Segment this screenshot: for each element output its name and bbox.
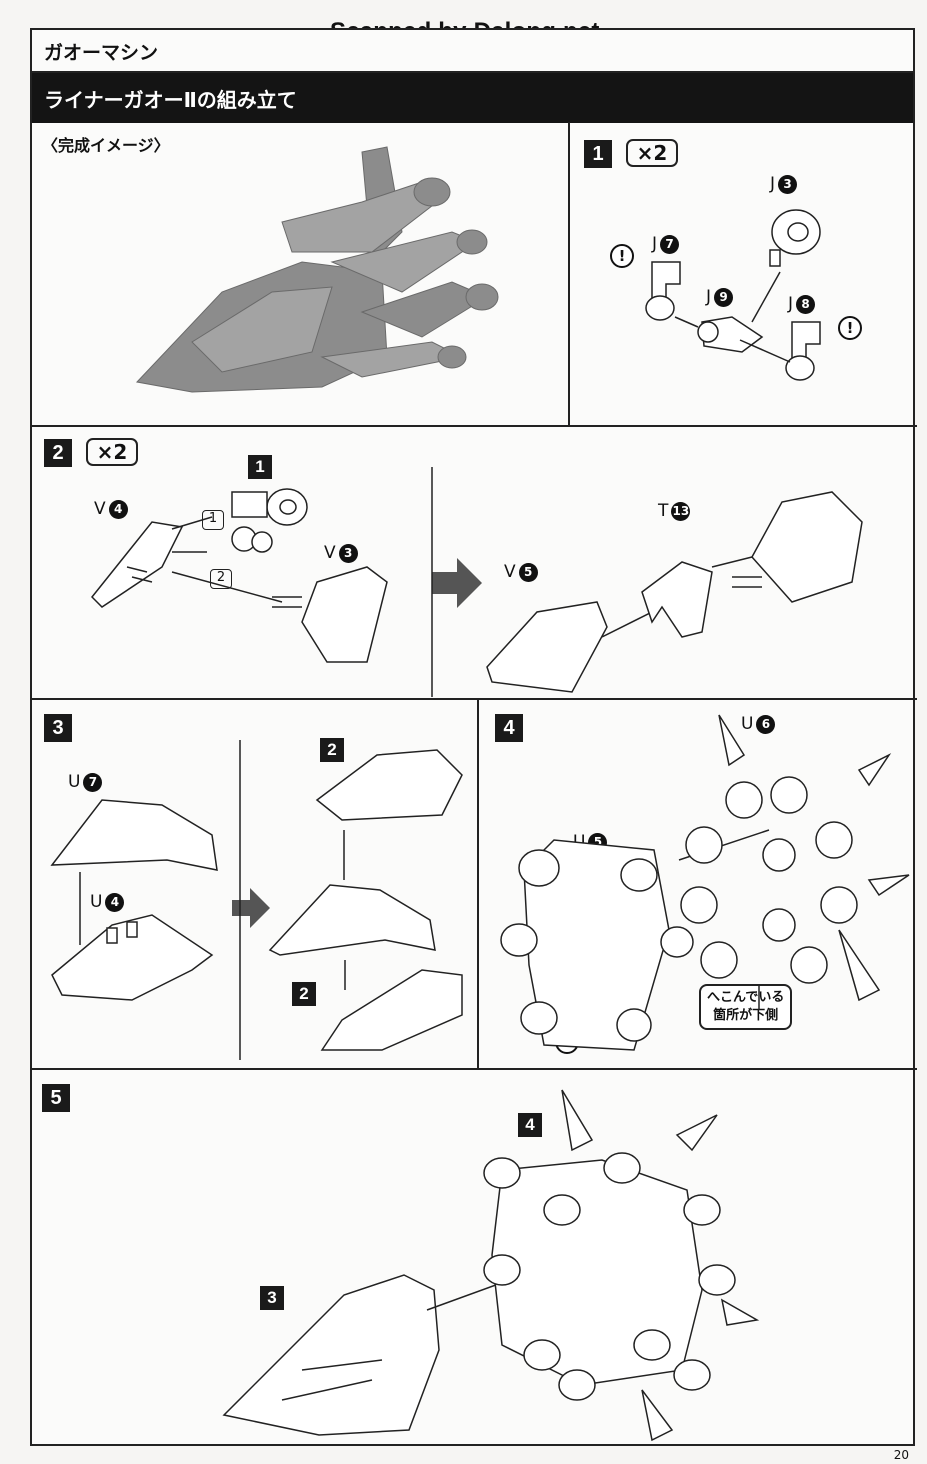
note-line-2: 箇所が下側	[713, 1008, 779, 1024]
page-number: 20	[893, 1448, 909, 1462]
part-u7-label: U 7	[68, 772, 103, 792]
step3-ref-top: 2	[320, 738, 344, 762]
step2-badge: 2	[44, 439, 72, 467]
step1-badge: 1	[584, 140, 612, 168]
caution-icon: !	[610, 244, 634, 268]
part-number: 3	[778, 174, 798, 194]
part-v4-label: V 4	[94, 499, 128, 519]
part-j8-label: J 8	[788, 294, 816, 314]
step5-panel: 5 4 3	[32, 1068, 917, 1448]
part-number: 3	[338, 543, 358, 563]
step2-subassembly-ref: 1	[248, 455, 272, 479]
part-number: 7	[660, 234, 680, 254]
part-letter: V	[504, 562, 516, 582]
part-number: 13	[671, 501, 691, 521]
step4-panel: 4 U 6 U 5 へこんでいる 箇所が下側 !	[477, 698, 917, 1070]
completed-linergao-image	[136, 146, 499, 393]
part-t13-label: T 13	[658, 501, 691, 521]
step2-diagram	[90, 467, 863, 697]
part-letter: V	[324, 543, 336, 563]
part-letter: U	[90, 892, 103, 912]
page-title: ライナーガオーⅡの組み立て	[44, 88, 297, 112]
part-letter: J	[706, 287, 712, 307]
part-number: 9	[714, 287, 734, 307]
step4-badge: 4	[495, 714, 523, 742]
title-bar: ライナーガオーⅡの組み立て	[32, 73, 913, 123]
step1-multiplier: ×2	[626, 139, 678, 167]
part-number: 6	[756, 714, 776, 734]
step5-ref-b: 3	[260, 1286, 284, 1310]
part-number: 7	[83, 772, 103, 792]
step3-diagram	[50, 740, 463, 1060]
section-label: ガオーマシン	[44, 42, 159, 64]
part-j3-label: J 3	[770, 174, 798, 194]
note-line-1: へこんでいる	[707, 990, 785, 1005]
part-v5-label: V 5	[504, 562, 538, 582]
step1-panel: 1 ×2 J 3 J 7 J 9 J 8 ! !	[568, 122, 917, 427]
orientation-note: へこんでいる 箇所が下側	[699, 984, 793, 1031]
step5-diagram	[222, 1089, 760, 1442]
part-number: 4	[105, 892, 125, 912]
step2-panel: 2 ×2 1 V 4 V 3 V 5 T 13 1 2	[32, 425, 917, 700]
part-j7-label: J 7	[652, 234, 680, 254]
part-number: 5	[518, 562, 538, 582]
part-letter: J	[788, 294, 794, 314]
part-letter: V	[94, 499, 106, 519]
part-v3-label: V 3	[324, 543, 358, 563]
step5-badge: 5	[42, 1084, 70, 1112]
step3-ref-bottom: 2	[292, 982, 316, 1006]
step5-ref-a: 4	[518, 1113, 542, 1137]
step3-panel: 3 2 2 U 7 U 4	[32, 698, 479, 1070]
caution-icon: !	[838, 316, 862, 340]
step4-diagram	[500, 714, 910, 1051]
preview-panel: 〈完成イメージ〉	[32, 122, 570, 427]
part-u4-label: U 4	[90, 892, 125, 912]
part-j9-label: J 9	[706, 287, 734, 307]
instruction-sheet: ガオーマシン ライナーガオーⅡの組み立て 〈完成イメージ〉 1 ×2 J 3	[30, 28, 917, 1448]
step2-multiplier: ×2	[86, 438, 138, 466]
part-letter: T	[658, 501, 669, 521]
step3-badge: 3	[44, 714, 72, 742]
part-letter: J	[770, 174, 776, 194]
part-letter: U	[68, 772, 81, 792]
header-top: ガオーマシン	[32, 30, 913, 73]
part-number: 4	[108, 499, 128, 519]
part-letter: U	[741, 714, 754, 734]
order-marker-2: 2	[210, 569, 232, 589]
part-u6-label: U 6	[741, 714, 776, 734]
part-letter: J	[652, 234, 658, 254]
part-number: 8	[796, 294, 816, 314]
step1-diagram	[645, 209, 821, 381]
preview-label: 〈完成イメージ〉	[42, 136, 170, 155]
